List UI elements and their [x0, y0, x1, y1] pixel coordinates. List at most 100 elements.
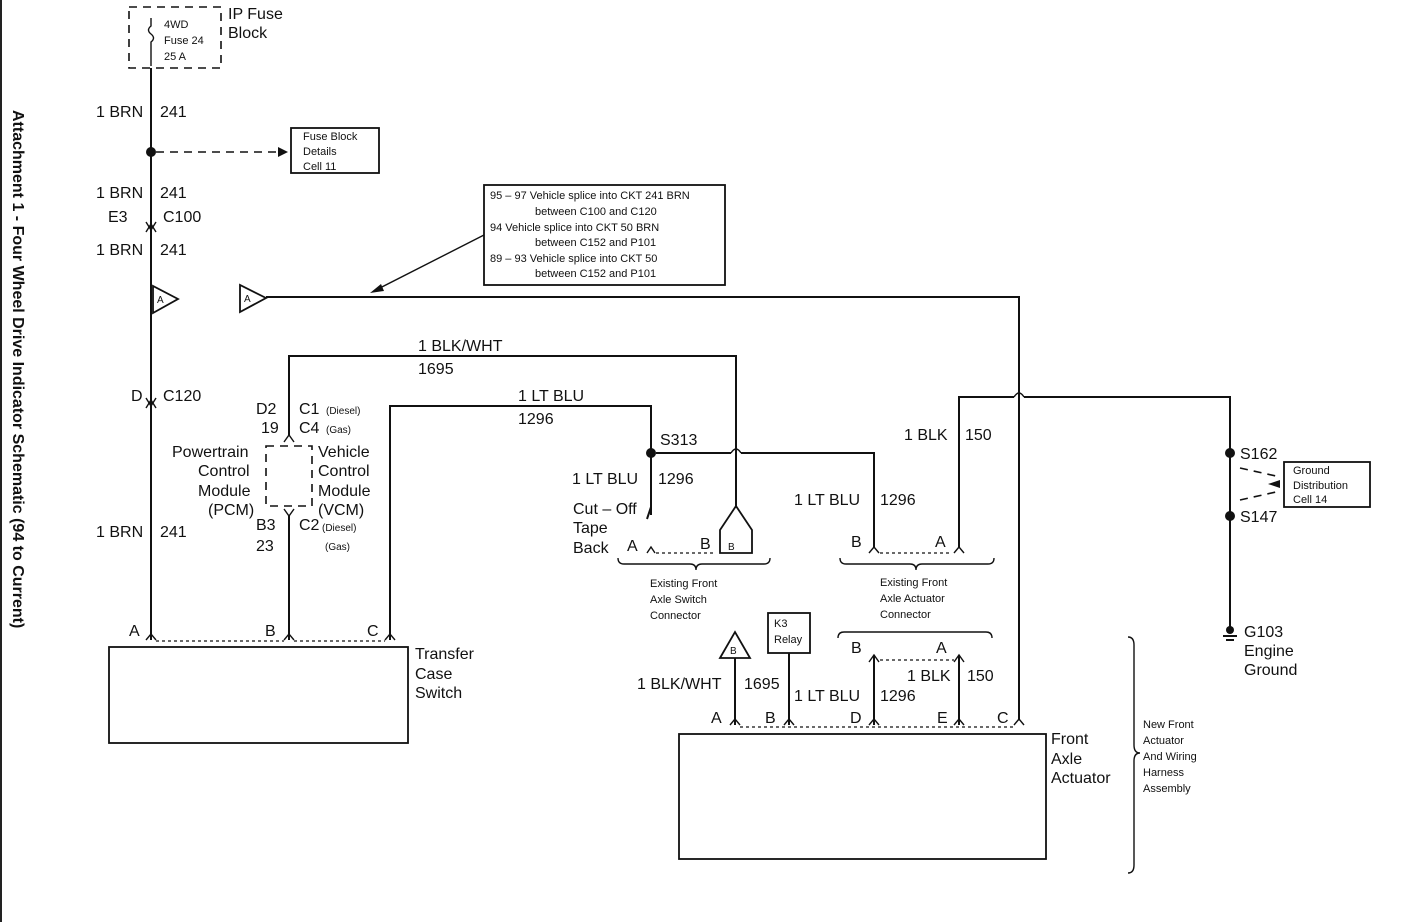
pcm-lower-connector [283, 508, 295, 518]
svg-text:Existing Front: Existing Front [650, 578, 717, 590]
svg-text:K3: K3 [774, 618, 787, 630]
svg-text:Existing Front: Existing Front [880, 577, 947, 589]
existing-front-axle-switch-connector: A B B Existing Front Axle Switch Connect… [617, 504, 771, 622]
wire-label-blkwht-top: 1 BLK/WHT [418, 338, 503, 355]
pcm-vcm-module: Powertrain Control Module (PCM) Vehicle … [172, 444, 371, 519]
new-front-actuator-harness-label: New Front Actuator And Wiring Harness As… [1143, 719, 1197, 795]
ip-fuse-block: 4WD Fuse 24 25 A IP Fuse Block [128, 6, 283, 69]
wire-label-ltblu-s313: 1 LT BLU [572, 471, 638, 488]
wires-actuator-d-e [873, 655, 960, 725]
wire-num-241-1: 241 [160, 104, 187, 121]
wire-num-1296-top: 1296 [518, 411, 554, 428]
fuse-label-number: Fuse 24 [164, 35, 204, 47]
connector-d: D [131, 388, 143, 405]
switch-conn-pin-b: B [700, 536, 711, 553]
wire-label-brn-2: 1 BRN [96, 185, 143, 202]
wire-label-ltblu-bottom: 1 LT BLU [794, 688, 860, 705]
label-s162: S162 [1240, 446, 1277, 463]
svg-text:Control: Control [318, 463, 370, 480]
c100-connector-symbol [145, 221, 157, 232]
wire-num-241-2: 241 [160, 185, 187, 202]
pin-c2: C2 [299, 517, 320, 534]
svg-text:A: A [157, 295, 164, 306]
wire-label-blkwht-bottom: 1 BLK/WHT [637, 676, 722, 693]
connector-e3: E3 [108, 209, 128, 226]
front-axle-actuator: A B D E C Front Axle Actuator [678, 710, 1111, 860]
svg-text:Powertrain: Powertrain [172, 444, 248, 461]
splice-note-arrow [370, 284, 384, 293]
svg-text:Engine: Engine [1244, 643, 1294, 660]
svg-text:New Front: New Front [1143, 719, 1194, 731]
wire-num-150-bottom: 150 [967, 668, 994, 685]
k3-relay: K3 Relay [767, 612, 811, 654]
fuse-label-rating: 25 A [164, 51, 187, 63]
svg-text:Case: Case [415, 666, 452, 683]
svg-text:between C152 and P101: between C152 and P101 [535, 237, 656, 249]
svg-text:Transfer: Transfer [415, 646, 475, 663]
actuator-conn-pin-a: A [935, 534, 946, 551]
splice-s147 [1225, 511, 1235, 521]
front-axle-actuator-box [678, 733, 1047, 860]
label-s313: S313 [660, 432, 697, 449]
svg-text:D: D [850, 710, 862, 727]
connector-c120: C120 [163, 388, 201, 405]
fuse-24-symbol [147, 18, 155, 66]
svg-text:Details: Details [303, 146, 337, 158]
pcm-module-outline [265, 445, 313, 507]
wire-num-1695-bottom: 1695 [744, 676, 780, 693]
transfer-case-switch: A B C Transfer Case Switch [108, 623, 475, 744]
svg-text:Cell 14: Cell 14 [1293, 494, 1327, 506]
svg-text:(PCM): (PCM) [208, 502, 254, 519]
svg-text:between C100 and C120: between C100 and C120 [535, 206, 657, 218]
wire-num-1296-bottom: 1296 [880, 688, 916, 705]
svg-text:Ground: Ground [1293, 465, 1330, 477]
pcm-upper-connector [283, 433, 295, 443]
wire-num-241-4: 241 [160, 524, 187, 541]
wire-label-brn-1: 1 BRN [96, 104, 143, 121]
actuator-connector-brace [839, 557, 995, 571]
svg-text:Distribution: Distribution [1293, 480, 1348, 492]
ground-dist-leaders [1239, 467, 1277, 501]
new-actuator-connector-brace [837, 631, 993, 639]
svg-text:Assembly: Assembly [1143, 783, 1191, 795]
actuator-conn-pin-b: B [851, 534, 862, 551]
wire-num-1296-s313: 1296 [658, 471, 694, 488]
page-edge-line [0, 0, 2, 922]
wire-150-blk-ground [958, 396, 1231, 630]
svg-text:Axle Switch: Axle Switch [650, 594, 707, 606]
svg-text:Fuse Block: Fuse Block [303, 131, 358, 143]
splice-note-leader [377, 234, 485, 290]
svg-text:B: B [265, 623, 276, 640]
svg-text:B: B [765, 710, 776, 727]
flag-a-splice: A [239, 283, 268, 314]
svg-text:B: B [730, 646, 737, 657]
svg-text:C: C [997, 710, 1009, 727]
wire-1296-ltblu [389, 405, 652, 640]
label-g103: G103 [1244, 624, 1283, 641]
wire-to-actuator-c [266, 296, 1020, 720]
svg-text:E: E [937, 710, 948, 727]
fuse-block-details-box: Fuse Block Details Cell 11 [290, 127, 380, 174]
fuse-block-outline [128, 6, 222, 69]
ip-fuse-block-label-1: IP Fuse [228, 6, 283, 23]
svg-text:Front: Front [1051, 731, 1089, 748]
pin-c4: C4 [299, 420, 320, 437]
ground-distribution-box: Ground Distribution Cell 14 [1283, 461, 1371, 508]
ground-dist-arrow [1268, 480, 1280, 488]
svg-text:Cell 11: Cell 11 [303, 161, 336, 173]
wire-1695-blkwht [288, 355, 737, 530]
pin-b3: B3 [256, 517, 276, 534]
flag-b-switch [719, 504, 753, 554]
cut-off-label-1: Cut – Off [573, 501, 637, 518]
switch-conn-pin-a: A [627, 538, 638, 555]
svg-text:A: A [711, 710, 722, 727]
svg-text:(VCM): (VCM) [318, 502, 364, 519]
wire-label-ltblu-top: 1 LT BLU [518, 388, 584, 405]
svg-text:Harness: Harness [1143, 767, 1184, 779]
wire-label-blk: 1 BLK [904, 427, 948, 444]
pin-gas: (Gas) [325, 542, 350, 553]
svg-text:A: A [129, 623, 140, 640]
crossover-hop [730, 448, 742, 454]
ip-fuse-block-label-2: Block [228, 25, 268, 42]
splice-note-box: 95 – 97 Vehicle splice into CKT 241 BRN … [483, 184, 726, 286]
